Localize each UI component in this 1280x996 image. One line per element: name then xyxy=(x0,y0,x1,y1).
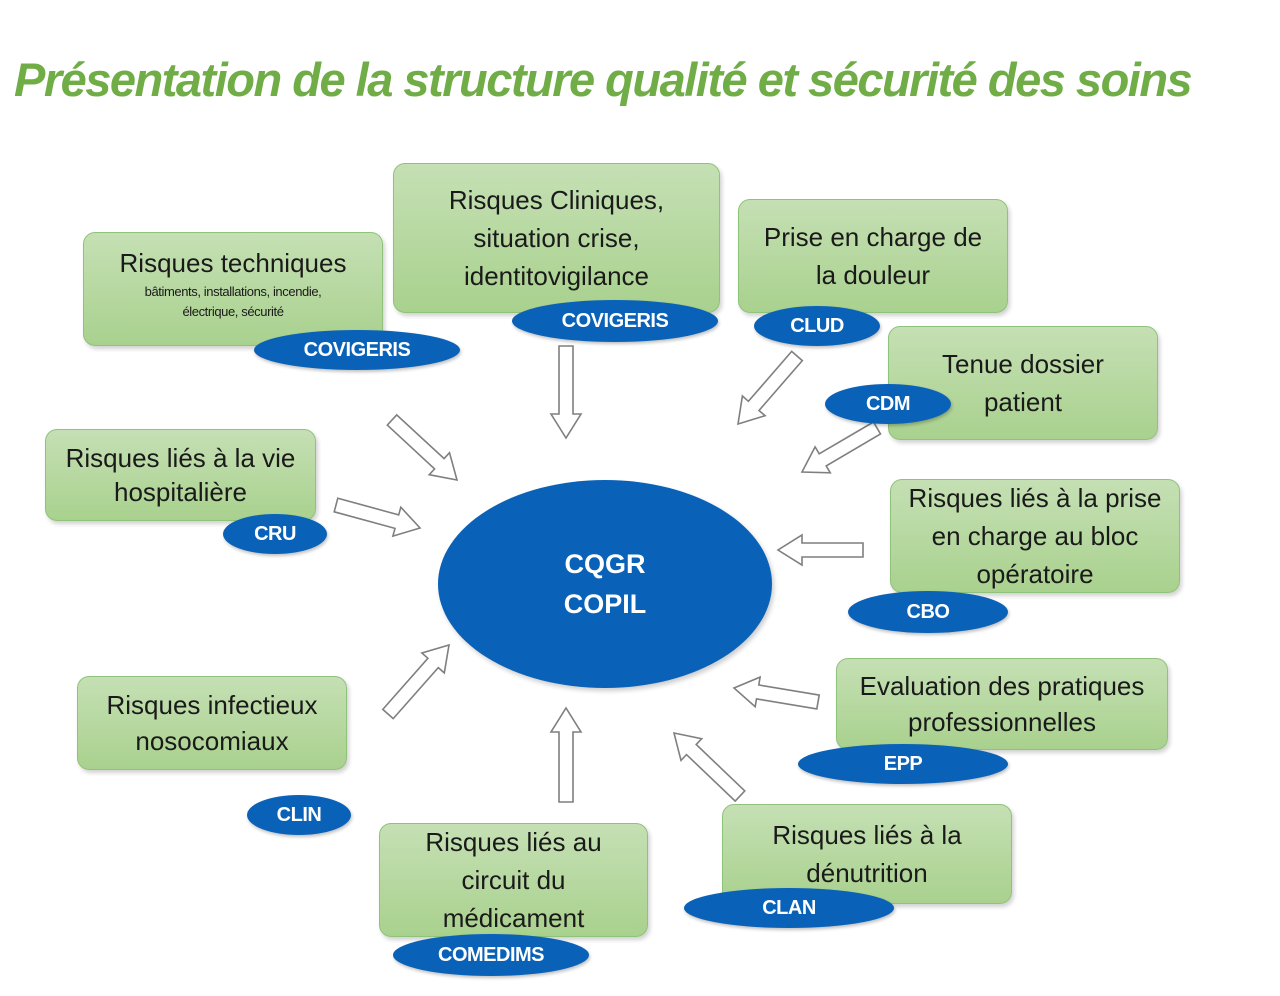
arrow-techniques-to-center xyxy=(386,413,459,482)
box-prise-en-charge-douleur: Prise en charge de la douleur xyxy=(738,199,1008,313)
arrow-epp-to-center xyxy=(732,675,821,710)
box-label: patient xyxy=(983,387,1063,417)
badge-covigeris-techniques: COVIGERIS xyxy=(254,330,460,370)
page-title: Présentation de la structure qualité et … xyxy=(14,53,1193,106)
box-label: opératoire xyxy=(976,559,1094,589)
box-label: Evaluation des pratiques xyxy=(859,671,1145,701)
badge-cru: CRU xyxy=(223,514,327,554)
arrow-cliniques-to-center xyxy=(549,345,583,440)
box-label: en charge au bloc xyxy=(931,521,1139,551)
box-label: identitovigilance xyxy=(463,261,649,291)
box-risques-cliniques: Risques Cliniques, situation crise, iden… xyxy=(393,163,720,313)
badge-cdm: CDM xyxy=(825,384,951,424)
badge-cbo: CBO xyxy=(848,591,1008,633)
box-risques-circuit-medicament: Risques liés au circuit du médicament xyxy=(379,823,648,937)
badge-clan: CLAN xyxy=(684,888,894,928)
box-label: Risques infectieux xyxy=(106,690,318,720)
box-evaluation-pratiques: Evaluation des pratiques professionnelle… xyxy=(836,658,1168,750)
box-label: Risques liés à la xyxy=(772,820,962,850)
badge-epp: EPP xyxy=(798,744,1008,784)
box-label: professionnelles xyxy=(908,707,1096,737)
box-label: hospitalière xyxy=(114,477,247,507)
box-label: Prise en charge de xyxy=(763,222,983,252)
arrow-infectieux-to-center xyxy=(381,643,451,720)
box-label: Risques liés à la vie xyxy=(65,443,296,473)
central-label-copil: COPIL xyxy=(563,589,647,619)
arrow-denutrition-to-center xyxy=(672,731,746,803)
box-tenue-dossier-patient: Tenue dossier patient xyxy=(888,326,1158,440)
arrow-dossier-to-center xyxy=(800,420,882,474)
badge-clud: CLUD xyxy=(754,306,880,346)
box-risques-techniques: Risques techniques bâtiments, installati… xyxy=(83,232,383,346)
badge-comedims: COMEDIMS xyxy=(393,934,589,976)
box-label: Risques techniques xyxy=(119,248,347,278)
box-label: situation crise, xyxy=(473,223,640,253)
box-label: circuit du xyxy=(461,865,566,895)
badge-covigeris-cliniques: COVIGERIS xyxy=(512,300,718,342)
arrow-douleur-to-center xyxy=(737,350,804,426)
box-risques-vie-hospitaliere: Risques liés à la vie hospitalière xyxy=(45,429,316,521)
central-label-cqgr: CQGR xyxy=(564,549,646,579)
box-risques-infectieux: Risques infectieux nosocomiaux xyxy=(77,676,347,770)
box-label: Risques liés à la prise xyxy=(908,483,1162,513)
box-label: la douleur xyxy=(815,260,931,290)
box-sublabel: bâtiments, installations, incendie, xyxy=(144,284,322,299)
box-sublabel: électrique, sécurité xyxy=(182,304,284,319)
box-label: nosocomiaux xyxy=(135,726,289,756)
box-risques-bloc-operatoire: Risques liés à la prise en charge au blo… xyxy=(890,479,1180,593)
arrow-bloc-to-center xyxy=(776,533,864,567)
badge-clin: CLIN xyxy=(247,795,351,835)
box-risques-denutrition: Risques liés à la dénutrition xyxy=(722,804,1012,904)
arrow-vie-hospitaliere-to-center xyxy=(333,497,422,538)
box-label: médicament xyxy=(442,903,585,933)
box-label: Risques liés au xyxy=(425,827,602,857)
box-label: Risques Cliniques, xyxy=(448,185,665,215)
box-label: Tenue dossier xyxy=(942,349,1104,379)
box-label: dénutrition xyxy=(806,858,928,888)
central-node-cqgr-copil: CQGR COPIL xyxy=(438,480,772,688)
arrow-medicament-to-center xyxy=(549,706,583,803)
